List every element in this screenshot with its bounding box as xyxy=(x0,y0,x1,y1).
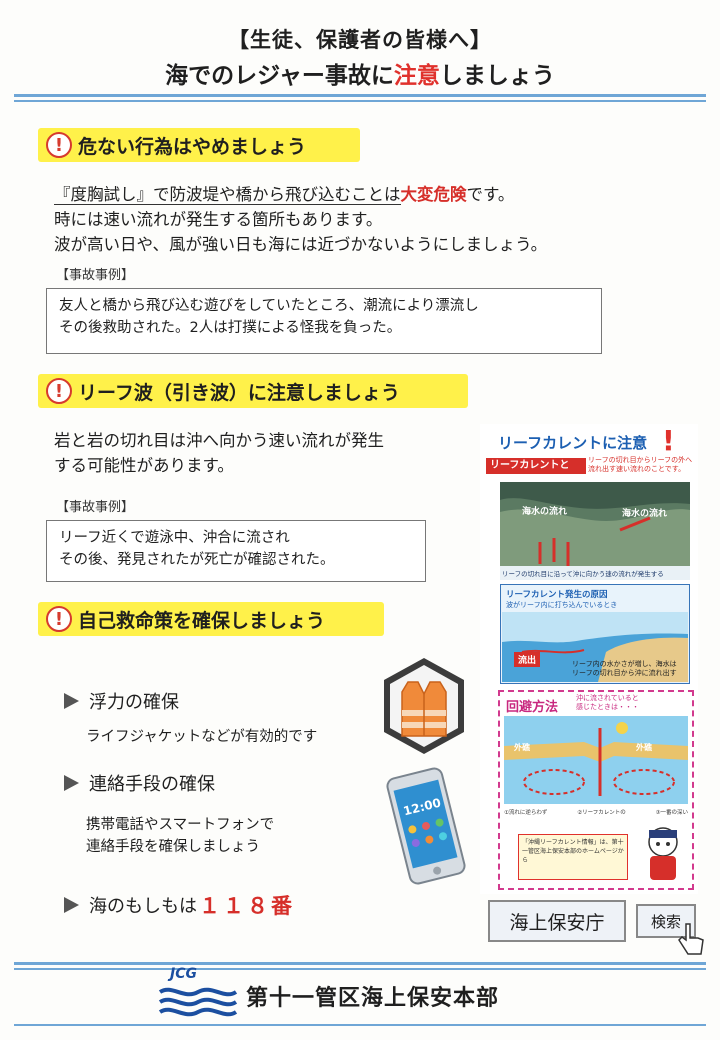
avoid-step-3: ③一番の深い xyxy=(655,810,688,816)
section1-heading-text: 危ない行為はやめましょう xyxy=(78,135,307,158)
title-highlight: 注意 xyxy=(393,63,440,89)
header-rule xyxy=(14,94,706,97)
photo-label-1: 海水の流れ xyxy=(522,507,568,517)
avoid-desc: 沖に流されていると 感じたときは・・・ xyxy=(576,694,639,712)
bullet-contact-text: 連絡手段の確保 xyxy=(89,774,215,795)
avoid-steps: ①流れに逆らわず ②リーフカレントの ③一番の深い xyxy=(504,808,688,816)
diagram-sub: 波がリーフ内に打ち込んでいるとき xyxy=(506,601,618,609)
section1-line2: 時には速い流れが発生する箇所もあります。 xyxy=(54,210,383,229)
section2-line1: 岩と岩の切れ目は沖へ向かう速い流れが発生 xyxy=(54,431,384,450)
section1-case-line1: 友人と橋から飛び込む遊びをしていたところ、潮流により漂流し xyxy=(59,298,479,314)
avoid-desc2: 感じたときは・・・ xyxy=(576,703,639,711)
outflow-label: 流出 xyxy=(514,652,541,667)
jcg-wave-logo xyxy=(158,987,238,1017)
info-box: 「沖縄リーフカレント情報」は、第十一管区海上保安本部のホームページから xyxy=(518,834,628,880)
avoid-step-1: ①流れに逆らわず xyxy=(504,810,548,816)
page-title: 海でのレジャー事故に注意しましょう xyxy=(0,56,720,90)
warning-icon: ! xyxy=(46,606,72,632)
section2-line2: する可能性があります。 xyxy=(54,456,234,475)
title-part-1: 海でのレジャー事故に xyxy=(165,63,394,89)
organization-name: 第十一管区海上保安本部 xyxy=(246,986,500,1011)
section1-case-label: 【事故事例】 xyxy=(56,268,135,283)
leaflet-subtitle: リーフカレントとは？ xyxy=(486,458,586,487)
section1-case-box: 友人と橋から飛び込む遊びをしていたところ、潮流により漂流し その後救助された。2… xyxy=(46,288,602,354)
section2-case-box: リーフ近くで遊泳中、沖合に流され その後、発見されたが死亡が確認された。 xyxy=(46,520,426,582)
sotoura-label-1: 外礁 xyxy=(514,743,530,752)
section1-line1: 『度胸試し』で防波堤や橋から飛び込むことは大変危険です。 xyxy=(54,182,704,207)
section1-line3: 波が高い日や、風が強い日も海には近づかないようにしましょう。 xyxy=(54,235,548,254)
title-part-3: しましょう xyxy=(439,63,555,89)
aerial-photo xyxy=(500,482,690,580)
section2-body: 岩と岩の切れ目は沖へ向かう速い流れが発生 する可能性があります。 xyxy=(54,428,474,478)
warning-icon: ! xyxy=(46,132,72,158)
avoid-desc1: 沖に流されていると xyxy=(576,694,639,702)
avoidance-map xyxy=(504,716,688,804)
avoid-step-2: ②リーフカレントの xyxy=(577,810,626,816)
section1-danger: 大変危険 xyxy=(400,185,467,204)
smartphone-icon xyxy=(386,767,466,885)
exclamation-icon: ! xyxy=(662,424,675,457)
bullet-buoyancy-sub: ライフジャケットなどが有効的です xyxy=(86,729,318,745)
triangle-bullet-icon xyxy=(64,775,79,791)
bullet-buoyancy: 浮力の確保 xyxy=(64,688,179,714)
triangle-bullet-icon xyxy=(64,693,79,709)
bullet-contact-sub2: 連絡手段を確保しましょう xyxy=(86,839,260,855)
leaflet-sub-desc1: リーフの切れ目からリーフの外へ xyxy=(588,456,693,464)
section3-heading: ! 自己救命策を確保しましょう xyxy=(38,602,384,636)
bullet-contact: 連絡手段の確保 xyxy=(64,770,215,796)
bullet-118-text: 海のもしもは xyxy=(89,896,197,917)
mascot-icon xyxy=(648,827,678,880)
triangle-bullet-icon xyxy=(64,897,79,913)
footer-rule xyxy=(14,962,706,965)
diagram-note: リーフ内の水かさが増し、海水は リーフの切れ目から沖に流れ出す xyxy=(572,660,677,678)
sotoura-label-2: 外礁 xyxy=(636,743,652,752)
photo-label-2: 海水の流れ xyxy=(622,509,668,519)
header-line1: 【生徒、保護者の皆様へ】 xyxy=(228,28,492,52)
section2-case-line1: リーフ近くで遊泳中、沖合に流され xyxy=(59,530,290,546)
leaflet-sub-desc2: 流れ出す速い流れのことです。 xyxy=(588,465,686,473)
bullet-contact-sub: 携帯電話やスマートフォンで 連絡手段を確保しましょう xyxy=(86,814,274,858)
leaflet-title: リーフカレントに注意 xyxy=(498,434,648,452)
cursor-hand-icon xyxy=(678,923,704,955)
reef-current-leaflet: リーフカレントに注意 ! リーフカレントとは？ リーフの切れ目からリーフの外へ … xyxy=(480,424,698,894)
section2-heading: ! リーフ波（引き波）に注意しましょう xyxy=(38,374,468,408)
section1-heading: ! 危ない行為はやめましょう xyxy=(38,128,360,162)
diagram-title: リーフカレント発生の原因 xyxy=(506,590,608,600)
reef-cross-section xyxy=(502,612,688,682)
diagram-note1: リーフ内の水かさが増し、海水は xyxy=(572,660,677,668)
emergency-number: １１８番 xyxy=(199,894,295,918)
section1-body: 『度胸試し』で防波堤や橋から飛び込むことは大変危険です。 時には速い流れが発生す… xyxy=(54,182,704,257)
section1-case-line2: その後救助された。2人は打撲による怪我を負った。 xyxy=(59,320,402,336)
avoid-title: 回避方法 xyxy=(506,700,559,715)
jcg-logo-text: JCG xyxy=(170,966,197,982)
section2-case-line2: その後、発見されたが死亡が確認された。 xyxy=(59,552,335,568)
header-rule-2 xyxy=(14,100,706,102)
bullet-contact-sub1: 携帯電話やスマートフォンで xyxy=(86,817,275,833)
photo-caption: リーフの切れ目に沿って沖に向かう速の流れが発生する xyxy=(502,570,664,578)
bullet-buoyancy-text: 浮力の確保 xyxy=(89,692,179,713)
bottom-rule xyxy=(14,1024,706,1026)
section2-heading-text: リーフ波（引き波）に注意しましょう xyxy=(78,381,400,404)
search-box[interactable]: 海上保安庁 xyxy=(488,900,626,942)
footer-rule-2 xyxy=(14,968,706,970)
warning-icon: ! xyxy=(46,378,72,404)
section3-heading-text: 自己救命策を確保しましょう xyxy=(78,609,326,632)
section1-line1-end: です。 xyxy=(466,185,515,204)
section1-phrase: 『度胸試し』で防波堤や橋から飛び込むことは xyxy=(54,185,401,205)
leaflet-sub-desc: リーフの切れ目からリーフの外へ 流れ出す速い流れのことです。 xyxy=(588,456,692,474)
life-jacket-icon xyxy=(384,658,464,754)
diagram-note2: リーフの切れ目から沖に流れ出す xyxy=(572,669,677,677)
section2-case-label: 【事故事例】 xyxy=(56,500,135,515)
